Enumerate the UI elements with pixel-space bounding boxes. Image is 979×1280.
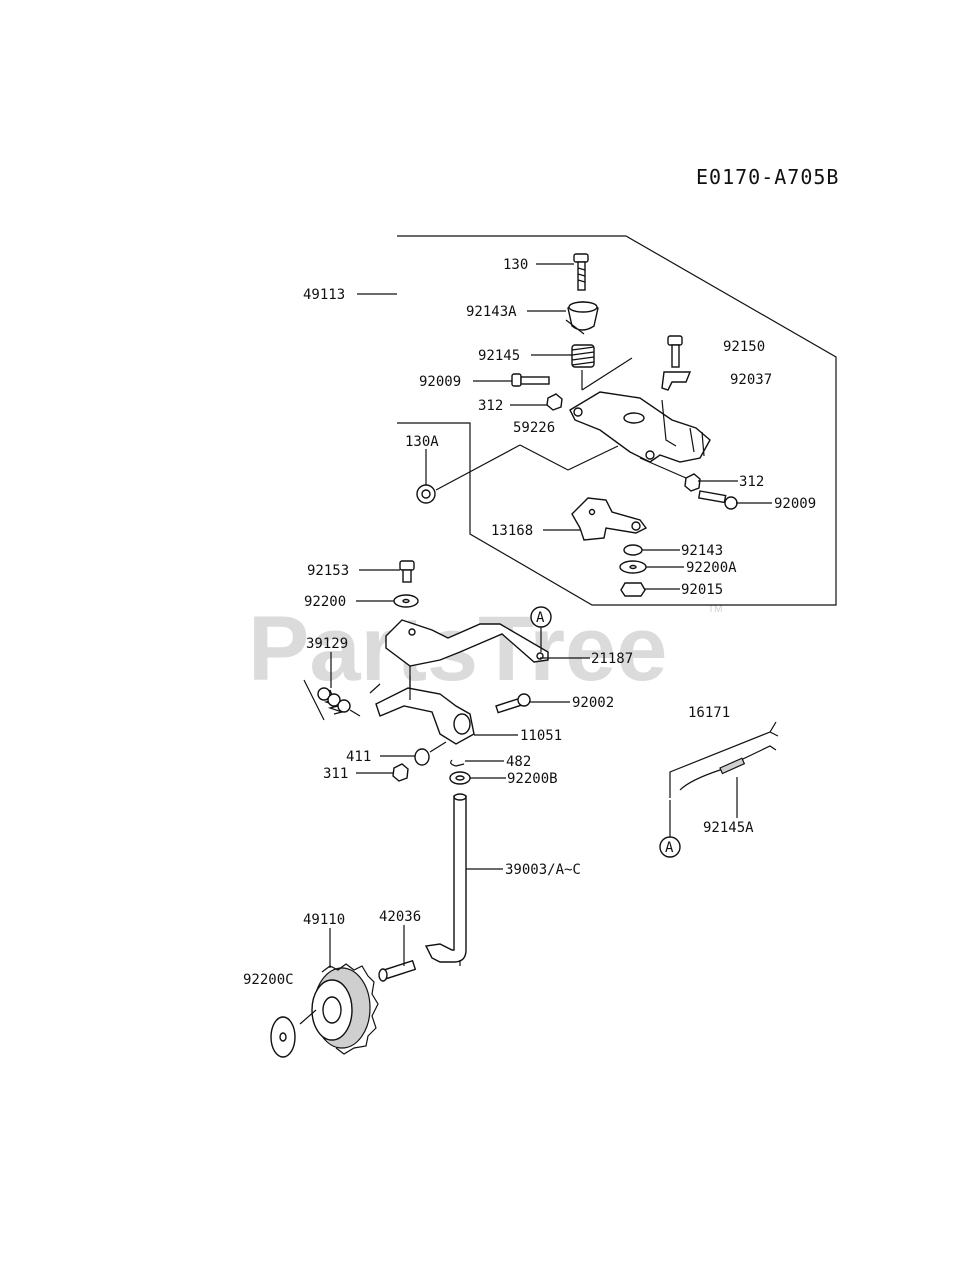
guide-line <box>299 1009 317 1025</box>
guide-line <box>567 445 619 471</box>
part-92015-nut[interactable] <box>620 582 646 597</box>
callout-59226: 59226 <box>513 420 555 436</box>
callout-92143: 92143 <box>681 543 723 559</box>
callout-92009-lower: 92009 <box>774 496 816 512</box>
diagram-code: E0170-A705B <box>696 165 839 189</box>
callout-39003: 39003/A~C <box>505 862 581 878</box>
part-312-nut-lower[interactable] <box>684 473 701 492</box>
callout-92143A: 92143A <box>466 304 517 320</box>
callout-311: 311 <box>323 766 348 782</box>
part-92150-bolt[interactable] <box>667 335 683 368</box>
reference-marker-a-bottom: A <box>659 800 681 858</box>
part-39129-spring[interactable] <box>303 679 361 721</box>
callout-92200A: 92200A <box>686 560 737 576</box>
callout-11051: 11051 <box>520 728 562 744</box>
callout-39129: 39129 <box>306 636 348 652</box>
part-411-washer[interactable] <box>414 748 430 766</box>
callout-13168: 13168 <box>491 523 533 539</box>
part-92037-clip[interactable] <box>661 371 692 391</box>
part-92200A-washer[interactable] <box>619 560 647 574</box>
callout-312-lower: 312 <box>739 474 764 490</box>
callout-92002: 92002 <box>572 695 614 711</box>
guide-line <box>435 444 521 491</box>
watermark-trademark: TM <box>708 604 722 615</box>
part-39003-governor-shaft[interactable] <box>424 793 467 963</box>
callout-16171: 16171 <box>688 705 730 721</box>
assembly-outline <box>397 235 837 606</box>
callout-411: 411 <box>346 749 371 765</box>
guide-line <box>429 741 447 753</box>
part-482-clip[interactable] <box>450 759 465 767</box>
part-311-nut[interactable] <box>392 763 409 782</box>
callout-labels: 130 49113 92143A 92145 92150 92037 92009… <box>243 257 816 988</box>
callout-92145A: 92145A <box>703 820 754 836</box>
guide-line <box>639 457 687 479</box>
callout-92037: 92037 <box>730 372 772 388</box>
svg-text:A: A <box>536 610 545 626</box>
callout-21187: 21187 <box>591 651 633 667</box>
callout-92015: 92015 <box>681 582 723 598</box>
part-92145-spring[interactable] <box>571 344 595 368</box>
part-92200-washer[interactable] <box>393 594 419 608</box>
callout-92200B: 92200B <box>507 771 558 787</box>
callout-130A: 130A <box>405 434 439 450</box>
svg-text:A: A <box>665 840 674 856</box>
part-92143-washer[interactable] <box>623 544 643 556</box>
callout-92153: 92153 <box>307 563 349 579</box>
callout-482: 482 <box>506 754 531 770</box>
part-13168-lever[interactable] <box>571 497 648 541</box>
guide-line <box>369 683 381 694</box>
guide-line <box>565 319 585 335</box>
part-130-bolt[interactable] <box>573 253 589 291</box>
part-312-nut-upper[interactable] <box>546 393 563 411</box>
part-42036-pin[interactable] <box>378 959 417 982</box>
callout-92009-upper: 92009 <box>419 374 461 390</box>
part-59226-bracket[interactable] <box>569 391 711 463</box>
part-92002-bolt[interactable] <box>495 693 531 714</box>
guide-line <box>519 444 569 471</box>
callout-49110: 49110 <box>303 912 345 928</box>
part-92200B-washer[interactable] <box>449 771 471 785</box>
callout-92150: 92150 <box>723 339 765 355</box>
part-92153-bolt[interactable] <box>399 560 415 583</box>
guide-line <box>581 357 633 391</box>
part-11051-lever-bracket[interactable] <box>375 676 475 745</box>
callout-312-upper: 312 <box>478 398 503 414</box>
part-16171-link-rod[interactable] <box>669 721 779 798</box>
part-92200C-washer[interactable] <box>270 1016 296 1058</box>
callout-92200C: 92200C <box>243 972 294 988</box>
callout-130: 130 <box>503 257 528 273</box>
part-49110-governor-gear[interactable] <box>311 963 379 1055</box>
reference-marker-a-top: A <box>530 606 552 652</box>
part-92009-bolt-upper[interactable] <box>511 373 550 387</box>
part-130A-bolt[interactable] <box>416 484 436 504</box>
callout-49113: 49113 <box>303 287 345 303</box>
callout-92145: 92145 <box>478 348 520 364</box>
part-21187-governor-arm[interactable] <box>385 619 549 667</box>
callout-42036: 42036 <box>379 909 421 925</box>
leader-lines <box>329 263 772 968</box>
callout-92200: 92200 <box>304 594 346 610</box>
part-92009-bolt-lower[interactable] <box>697 490 738 510</box>
